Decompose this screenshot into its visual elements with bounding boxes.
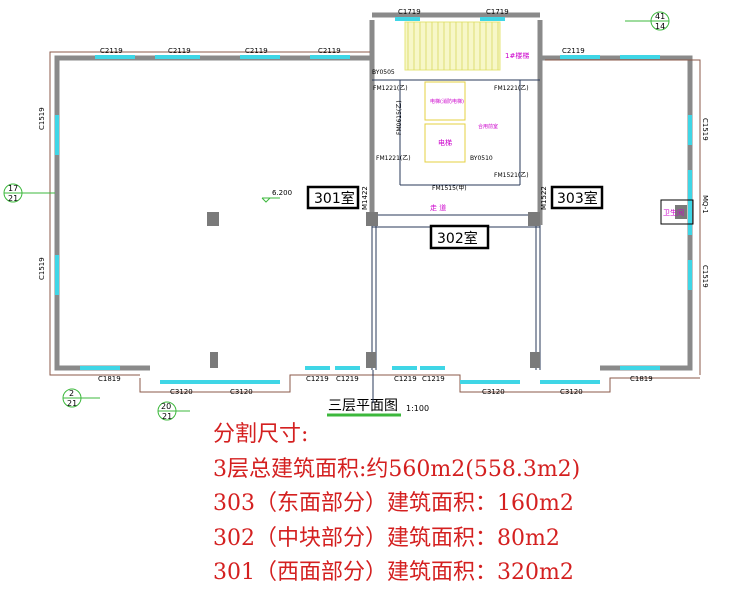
elevator-2-label: 电梯	[438, 138, 452, 147]
room-302-label: 302室	[437, 230, 478, 247]
window-label: C1219	[422, 375, 445, 383]
room-303-label: 303室	[557, 190, 598, 207]
door-label: M1522	[540, 186, 548, 210]
window-label: C2119	[318, 47, 341, 55]
lobby-label: 合用前室	[478, 123, 498, 130]
window-label: C1719	[486, 8, 509, 16]
notes-301-area: 301（西面部分）建筑面积：320m2	[213, 560, 574, 585]
callout-sheet: 21	[67, 399, 77, 408]
toilet-label: 卫生间	[663, 208, 684, 217]
window-label: C1519	[701, 265, 709, 288]
room-303-box	[550, 185, 604, 210]
by0505-label: BY0505	[372, 69, 395, 76]
window-label: C1519	[38, 107, 46, 130]
fm1521-label: FM1521(乙)	[494, 172, 529, 179]
room-301-box	[306, 185, 360, 210]
callout-sheet: 14	[655, 22, 665, 31]
window-label: C2119	[100, 47, 123, 55]
elevator-1-label: 电梯(消防电梯)	[430, 98, 464, 105]
room-301-label: 301室	[314, 190, 355, 207]
window-label: C1219	[394, 375, 417, 383]
window-label: C2119	[562, 47, 585, 55]
window-label: C3120	[230, 388, 253, 396]
fm1221-label-3: FM1221(乙)	[376, 155, 411, 162]
fm1515-label: FM1515(甲)	[432, 185, 467, 192]
callout-number: 41	[655, 12, 665, 21]
fm1221-label-2: FM1221(乙)	[494, 85, 529, 92]
by0510-label: BY0510	[470, 155, 493, 162]
stair: 1#楼梯	[404, 21, 529, 71]
window-label: C3120	[560, 388, 583, 396]
window-label: C1519	[701, 118, 709, 141]
stair-label: 1#楼梯	[505, 51, 529, 60]
toilet-box	[660, 199, 694, 225]
callout-sheet: 21	[162, 412, 172, 421]
columns	[207, 205, 687, 368]
callout-sheet: 21	[8, 194, 18, 203]
plan-title: 三层平面图	[328, 398, 398, 414]
callout-number: 17	[8, 184, 18, 193]
fm0615-label: FM0615(乙)	[396, 100, 403, 135]
window-label: C3120	[170, 388, 193, 396]
elevator-2	[424, 123, 466, 163]
window-label: C2119	[168, 47, 191, 55]
window-label: C1819	[98, 375, 121, 383]
door-label: M1422	[361, 186, 369, 210]
elevator-1	[424, 81, 466, 121]
window-label: C2119	[245, 47, 268, 55]
window-label: C1819	[630, 375, 653, 383]
notes-total-area: 3层总建筑面积:约560m2(558.3m2)	[213, 456, 581, 482]
outer-lines	[49, 51, 701, 393]
corridor-label: 走 道	[430, 203, 446, 212]
callout-number: 2	[69, 389, 74, 398]
window-label: MQ-1	[701, 195, 709, 214]
room-302-box	[429, 224, 490, 250]
window-label: C1219	[336, 375, 359, 383]
notes-302-area: 302（中块部分）建筑面积：80m2	[213, 525, 560, 551]
window-label: C1219	[306, 375, 329, 383]
window-label: C3120	[482, 388, 505, 396]
notes-303-area: 303（东面部分）建筑面积：160m2	[213, 491, 574, 516]
callout-number: 20	[161, 402, 171, 411]
area-notes: 分割尺寸: 3层总建筑面积:约560m2(558.3m2) 303（东面部分）建…	[213, 418, 580, 591]
plan-scale: 1:100	[406, 404, 429, 413]
notes-heading: 分割尺寸:	[213, 422, 309, 447]
elevation-label: 6.200	[272, 189, 292, 197]
windows	[55, 17, 692, 384]
fm1221-label-1: FM1221(乙)	[373, 85, 408, 92]
elevation-marker	[261, 197, 280, 203]
callout	[3, 11, 670, 421]
window-label: C1719	[398, 8, 421, 16]
window-label: C1519	[38, 257, 46, 280]
